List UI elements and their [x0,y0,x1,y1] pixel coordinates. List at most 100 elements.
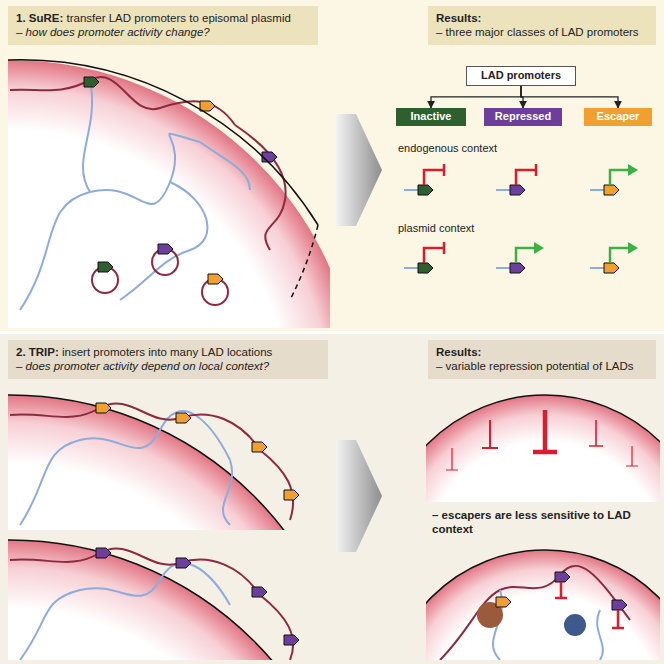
path-shape [482,420,498,448]
path-shape [533,410,557,452]
class-box: Escaper [584,108,652,126]
use-shape [96,548,111,558]
circle-shape [8,540,328,660]
circle-shape [8,60,330,328]
path-shape [516,164,536,185]
use-shape [158,244,173,254]
heading-text: 2. TRIP: insert promoters into many LAD … [16,345,320,359]
circle-shape [8,395,328,530]
context-label: plasmid context [398,222,598,236]
path-shape [20,411,230,525]
endogenous-icons [404,164,638,195]
path-shape [597,610,603,660]
step-text: transfer LAD promoters to episomal plasm… [63,12,291,24]
header-box: Results:– variable repression potential … [428,340,656,379]
path-shape [424,164,444,185]
path-shape [626,446,638,466]
trip-nucleus-escapers [8,395,328,530]
circle-shape [426,550,660,660]
path-shape [223,460,232,525]
circle-shape [426,395,660,502]
path-shape [10,548,260,595]
header-box: 2. TRIP: insert promoters into many LAD … [8,340,328,379]
use-shape [252,587,267,597]
use-shape [604,263,619,273]
use-shape [510,263,525,273]
flow-arrow [336,440,382,552]
class-box: Inactive [396,108,466,126]
use-shape [84,77,99,87]
escaper-dome [426,550,660,660]
nuclear-lamina [8,60,318,225]
path-shape [260,595,293,660]
use-shape [418,263,433,273]
path-shape [120,182,207,300]
path-shape [446,448,458,470]
path-shape [610,248,628,263]
use-shape [496,597,511,607]
heading-text: Escaper [587,110,649,124]
use-shape [176,413,191,423]
repression-dome [426,395,660,502]
sure-nucleus [8,60,330,328]
use-shape [510,185,525,195]
heading-text: Repressed [487,110,559,124]
heading-text: Results: [436,11,648,25]
use-shape [604,185,619,195]
class-box: LAD promoters [466,66,576,86]
branch-arrow [431,86,521,108]
polygon-shape [628,164,638,176]
heading-text: LAD promoters [471,69,571,83]
path-shape [235,125,286,250]
polygon-shape [628,242,638,254]
plasmid-icons [404,242,638,273]
use-shape [252,442,267,452]
sub-text: – how does promoter activity change? [16,25,310,39]
step-name: 2. TRIP: [16,346,59,358]
use-shape [200,101,215,111]
use-shape [612,600,627,610]
trip-nucleus-repressed [8,540,328,660]
path-shape [20,134,200,310]
sub-text: – three major classes of LAD promoters [436,25,648,39]
heading-text: Inactive [399,110,463,124]
nuclear-lamina-dashed [290,225,318,300]
path-shape [200,142,250,190]
use-shape [96,403,111,413]
use-shape [98,262,113,272]
path-shape [20,563,230,660]
path-shape [610,170,628,185]
use-shape [262,152,277,162]
flow-arrow [336,114,382,226]
path-shape [440,566,630,660]
branch-arrow [521,86,618,108]
step-text: insert promoters into many LAD locations [59,346,272,358]
path-shape [612,610,624,628]
path-shape [589,420,603,446]
repression-bars [446,410,638,470]
result-label: – escapers are less sensitive to LAD con… [432,508,658,537]
use-shape [555,572,570,582]
use-shape [208,274,223,284]
use-shape [284,635,299,645]
use-shape [284,490,299,500]
class-box: Repressed [484,108,562,126]
heading-text: Results: [436,345,648,359]
header-box: Results:– three major classes of LAD pro… [428,6,656,45]
sub-text: – does promoter activity depend on local… [16,359,320,373]
path-shape [10,77,235,125]
sub-text: – variable repression potential of LADs [436,359,648,373]
path-shape [260,450,293,520]
polygon-shape [534,242,544,254]
heading-text: 1. SuRE: transfer LAD promoters to episo… [16,11,310,25]
use-shape [176,558,191,568]
context-label: endogenous context [398,142,598,156]
step-name: 1. SuRE: [16,12,63,24]
path-shape [83,80,92,192]
use-shape [418,185,433,195]
path-shape [516,248,534,263]
path-shape [555,582,567,598]
